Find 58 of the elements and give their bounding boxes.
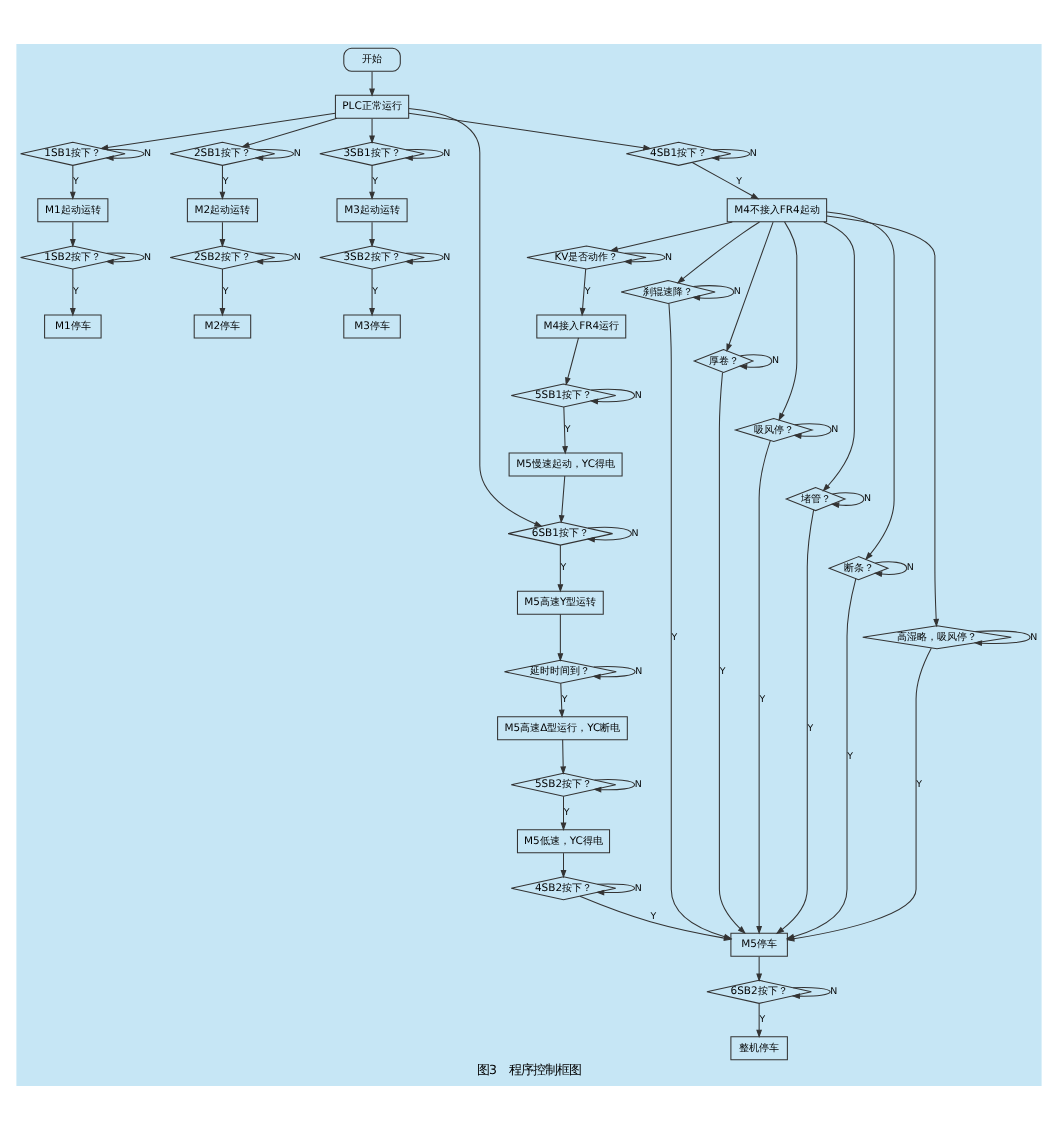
arrow (756, 956, 763, 982)
arrow (404, 252, 444, 265)
arrow (589, 388, 636, 405)
arrow (579, 268, 587, 317)
arrow (565, 337, 580, 386)
arrow (69, 164, 76, 201)
arrow (778, 221, 798, 422)
arrow (369, 268, 375, 317)
arrow (691, 285, 735, 301)
arrow (775, 509, 815, 935)
arrow (69, 221, 76, 248)
arrow (592, 779, 636, 793)
arrow (718, 371, 746, 934)
arrow (558, 682, 565, 718)
arrow (726, 221, 774, 352)
arrow (560, 852, 567, 879)
arrow (105, 252, 145, 265)
arrow (595, 883, 636, 896)
arrow (219, 221, 226, 248)
arrow (408, 108, 543, 527)
arrow (609, 221, 733, 252)
arrow (560, 795, 567, 831)
arrow (560, 739, 567, 775)
arrow (830, 492, 865, 509)
arrow (408, 112, 652, 151)
arrow (369, 164, 375, 201)
arrow (557, 613, 564, 662)
arrow (404, 149, 444, 162)
arrow (676, 221, 761, 284)
arrow (254, 252, 295, 265)
arrow (793, 423, 832, 439)
arrow (756, 1002, 763, 1039)
arrow (558, 475, 566, 524)
arrow (254, 149, 295, 162)
arrow (791, 987, 831, 1000)
arrow (592, 666, 636, 680)
arrow (586, 526, 632, 543)
arrow (369, 221, 375, 248)
arrow (219, 164, 226, 201)
arrow (623, 252, 666, 265)
arrow (369, 118, 375, 144)
arrow (756, 440, 771, 935)
arrow (369, 71, 375, 97)
arrow (826, 211, 895, 561)
arrow (219, 268, 226, 317)
arrow (69, 268, 76, 317)
arrow (973, 630, 1031, 647)
arrow (711, 149, 751, 162)
arrow (826, 215, 940, 628)
arrow (241, 117, 338, 148)
arrow (873, 561, 908, 578)
arrow (822, 221, 855, 492)
arrow (105, 149, 145, 162)
arrow (738, 354, 773, 370)
arrow (99, 112, 336, 151)
arrow (562, 406, 568, 455)
arrow (557, 544, 564, 593)
arrow (691, 161, 760, 200)
